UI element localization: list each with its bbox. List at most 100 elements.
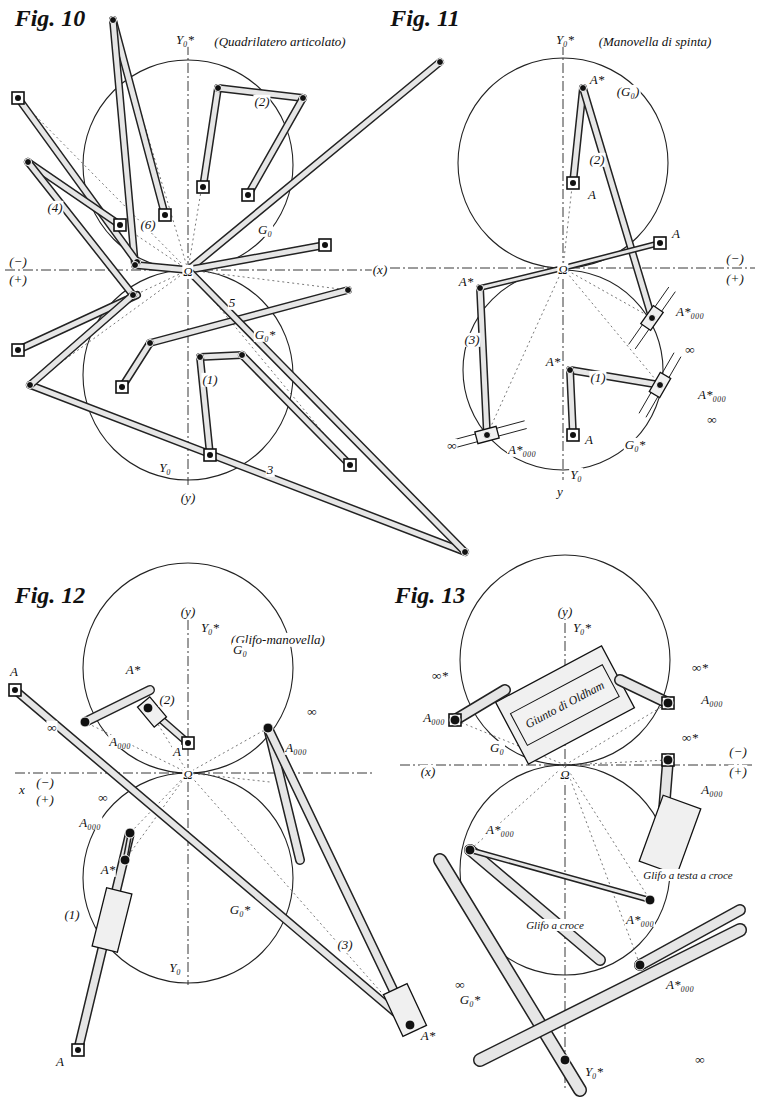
part-label: A*₀₀₀ (507, 443, 537, 457)
joint (657, 382, 664, 389)
part-label: A (55, 1055, 65, 1069)
fixed-pivot (204, 449, 216, 461)
pivot-dot (15, 95, 21, 101)
fixed-pivot (567, 429, 579, 441)
fixed-pivot (9, 684, 21, 696)
pivot-dot (12, 687, 18, 693)
pivot-dot (200, 184, 206, 190)
figure-number: Fig. 13 (394, 582, 467, 608)
fixed-pivot (12, 92, 24, 104)
fixed-pivot (114, 219, 126, 231)
part-label: A* (589, 73, 605, 87)
link-bar-fill (470, 850, 650, 900)
part-label: A*₀₀₀ (665, 978, 695, 992)
part-label: A (172, 745, 182, 759)
part-label: (+) (728, 765, 747, 779)
linkages (9, 17, 740, 1091)
part-label: G₀ (257, 223, 273, 237)
fixed-pivot (116, 381, 128, 393)
part-label: (2) (588, 153, 605, 167)
part-label: G₀ (232, 643, 248, 657)
part-label: A*₀₀₀ (675, 305, 705, 319)
pivot-dot (15, 347, 21, 353)
part-label: A* (125, 663, 141, 677)
construction-line (113, 20, 188, 270)
fixed-pivot (449, 714, 461, 726)
link-bar (188, 270, 465, 552)
joint (462, 549, 469, 556)
part-label: G₀ (489, 741, 505, 755)
part-label: (Quadrilatero articolato) (213, 35, 346, 49)
joint (484, 432, 491, 439)
part-label: 5 (228, 296, 237, 310)
part-label: ∞ (46, 721, 57, 735)
construction-line (188, 270, 465, 552)
part-label: (y) (557, 605, 573, 619)
part-label: x (18, 783, 26, 797)
pivot-dot (119, 384, 125, 390)
part-label: A₀₀₀ (700, 693, 724, 707)
construction-line (188, 88, 218, 270)
joint (120, 855, 130, 865)
part-label: (+) (8, 273, 27, 287)
part-label: Y₀* (200, 621, 220, 635)
link-bar-fill (18, 98, 137, 262)
link-bar-fill (573, 88, 583, 183)
part-label: Ω (557, 263, 568, 277)
link-bar-fill (455, 690, 505, 720)
construction-line (30, 270, 188, 385)
pivot-dot (117, 222, 123, 228)
part-label: A*₀₀₀ (697, 388, 727, 402)
part-label: A* (100, 863, 116, 877)
joint (263, 723, 273, 733)
part-label: (1) (589, 371, 606, 385)
joint (125, 828, 135, 838)
fixed-pivot (654, 237, 666, 249)
pivot-dot (207, 452, 213, 458)
part-label: ∞ (454, 978, 465, 992)
part-label: (1) (201, 373, 218, 387)
pivot-dot (347, 462, 353, 468)
part-label: (x) (420, 765, 436, 779)
part-label: A₀₀₀ (284, 741, 308, 755)
construction-line (188, 62, 440, 270)
link-bar (570, 370, 573, 435)
construction-line (188, 773, 270, 782)
link-bar-fill (268, 728, 410, 1025)
slider-block (649, 372, 670, 397)
joint (635, 960, 645, 970)
link-bar-fill (85, 690, 150, 722)
figure-number: Fig. 11 (389, 5, 460, 31)
fixed-pivot (182, 737, 194, 749)
joint (649, 315, 656, 322)
part-label: G₀* (459, 993, 481, 1007)
joint (560, 1055, 570, 1065)
link-bar-fill (563, 243, 660, 268)
link-bar (570, 370, 660, 385)
part-label: y (556, 485, 564, 499)
joint (477, 285, 484, 292)
figure-number: Fig. 10 (14, 5, 87, 31)
link-bar (573, 88, 583, 183)
axis-line (400, 765, 755, 766)
part-label: Y₀* (584, 1065, 604, 1079)
guide-line (646, 357, 681, 418)
part-label: G₀* (229, 903, 251, 917)
part-label: Glifo a testa a croce (642, 869, 733, 881)
construction-line (480, 268, 563, 288)
joint (567, 367, 574, 374)
part-label: ∞ (97, 791, 108, 805)
link-bar (440, 860, 580, 1090)
part-label: A (584, 433, 594, 447)
link-bar-fill (200, 357, 210, 455)
part-label: Ω (182, 265, 193, 279)
link-bar (30, 385, 465, 552)
part-label: ∞* (691, 661, 709, 675)
part-label: A (9, 665, 19, 679)
link-bar (268, 728, 410, 1025)
link-bar (188, 62, 440, 270)
part-label: Y₀ (569, 468, 583, 482)
part-label: (3) (463, 333, 480, 347)
part-label: Glifo a croce (525, 919, 585, 931)
